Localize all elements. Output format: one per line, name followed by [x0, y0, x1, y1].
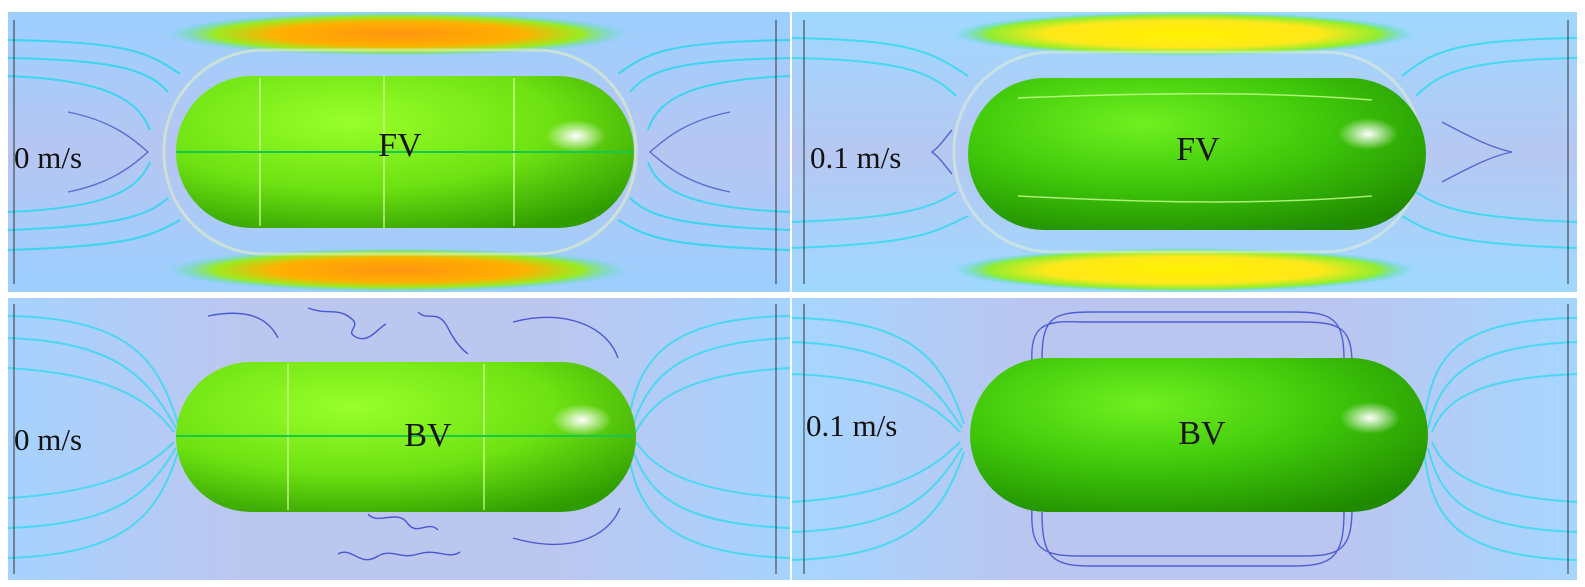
vesicle-label: BV: [1178, 415, 1226, 452]
vesicle-label: FV: [378, 127, 422, 164]
panel-bottom-right: 0.1 m/s BV: [792, 298, 1577, 580]
capsule-body: [968, 78, 1426, 230]
flow-field-top-right: [792, 12, 1577, 292]
speed-label: 0.1 m/s: [810, 140, 902, 175]
speed-label: 0.1 m/s: [806, 408, 898, 443]
capsule-body: [970, 358, 1428, 512]
speed-label: 0 m/s: [14, 140, 83, 175]
panel-bottom-left: 0 m/s BV: [8, 298, 790, 580]
flow-field-top-left: [8, 12, 790, 292]
panel-top-left: 0 m/s FV: [8, 12, 790, 292]
flow-field-bottom-right: [792, 298, 1577, 580]
speed-label: 0 m/s: [14, 422, 83, 457]
flow-field-bottom-left: [8, 298, 790, 580]
vesicle-label: FV: [1176, 131, 1220, 168]
vesicle-label: BV: [404, 417, 452, 454]
panel-top-right: 0.1 m/s FV: [792, 12, 1577, 292]
